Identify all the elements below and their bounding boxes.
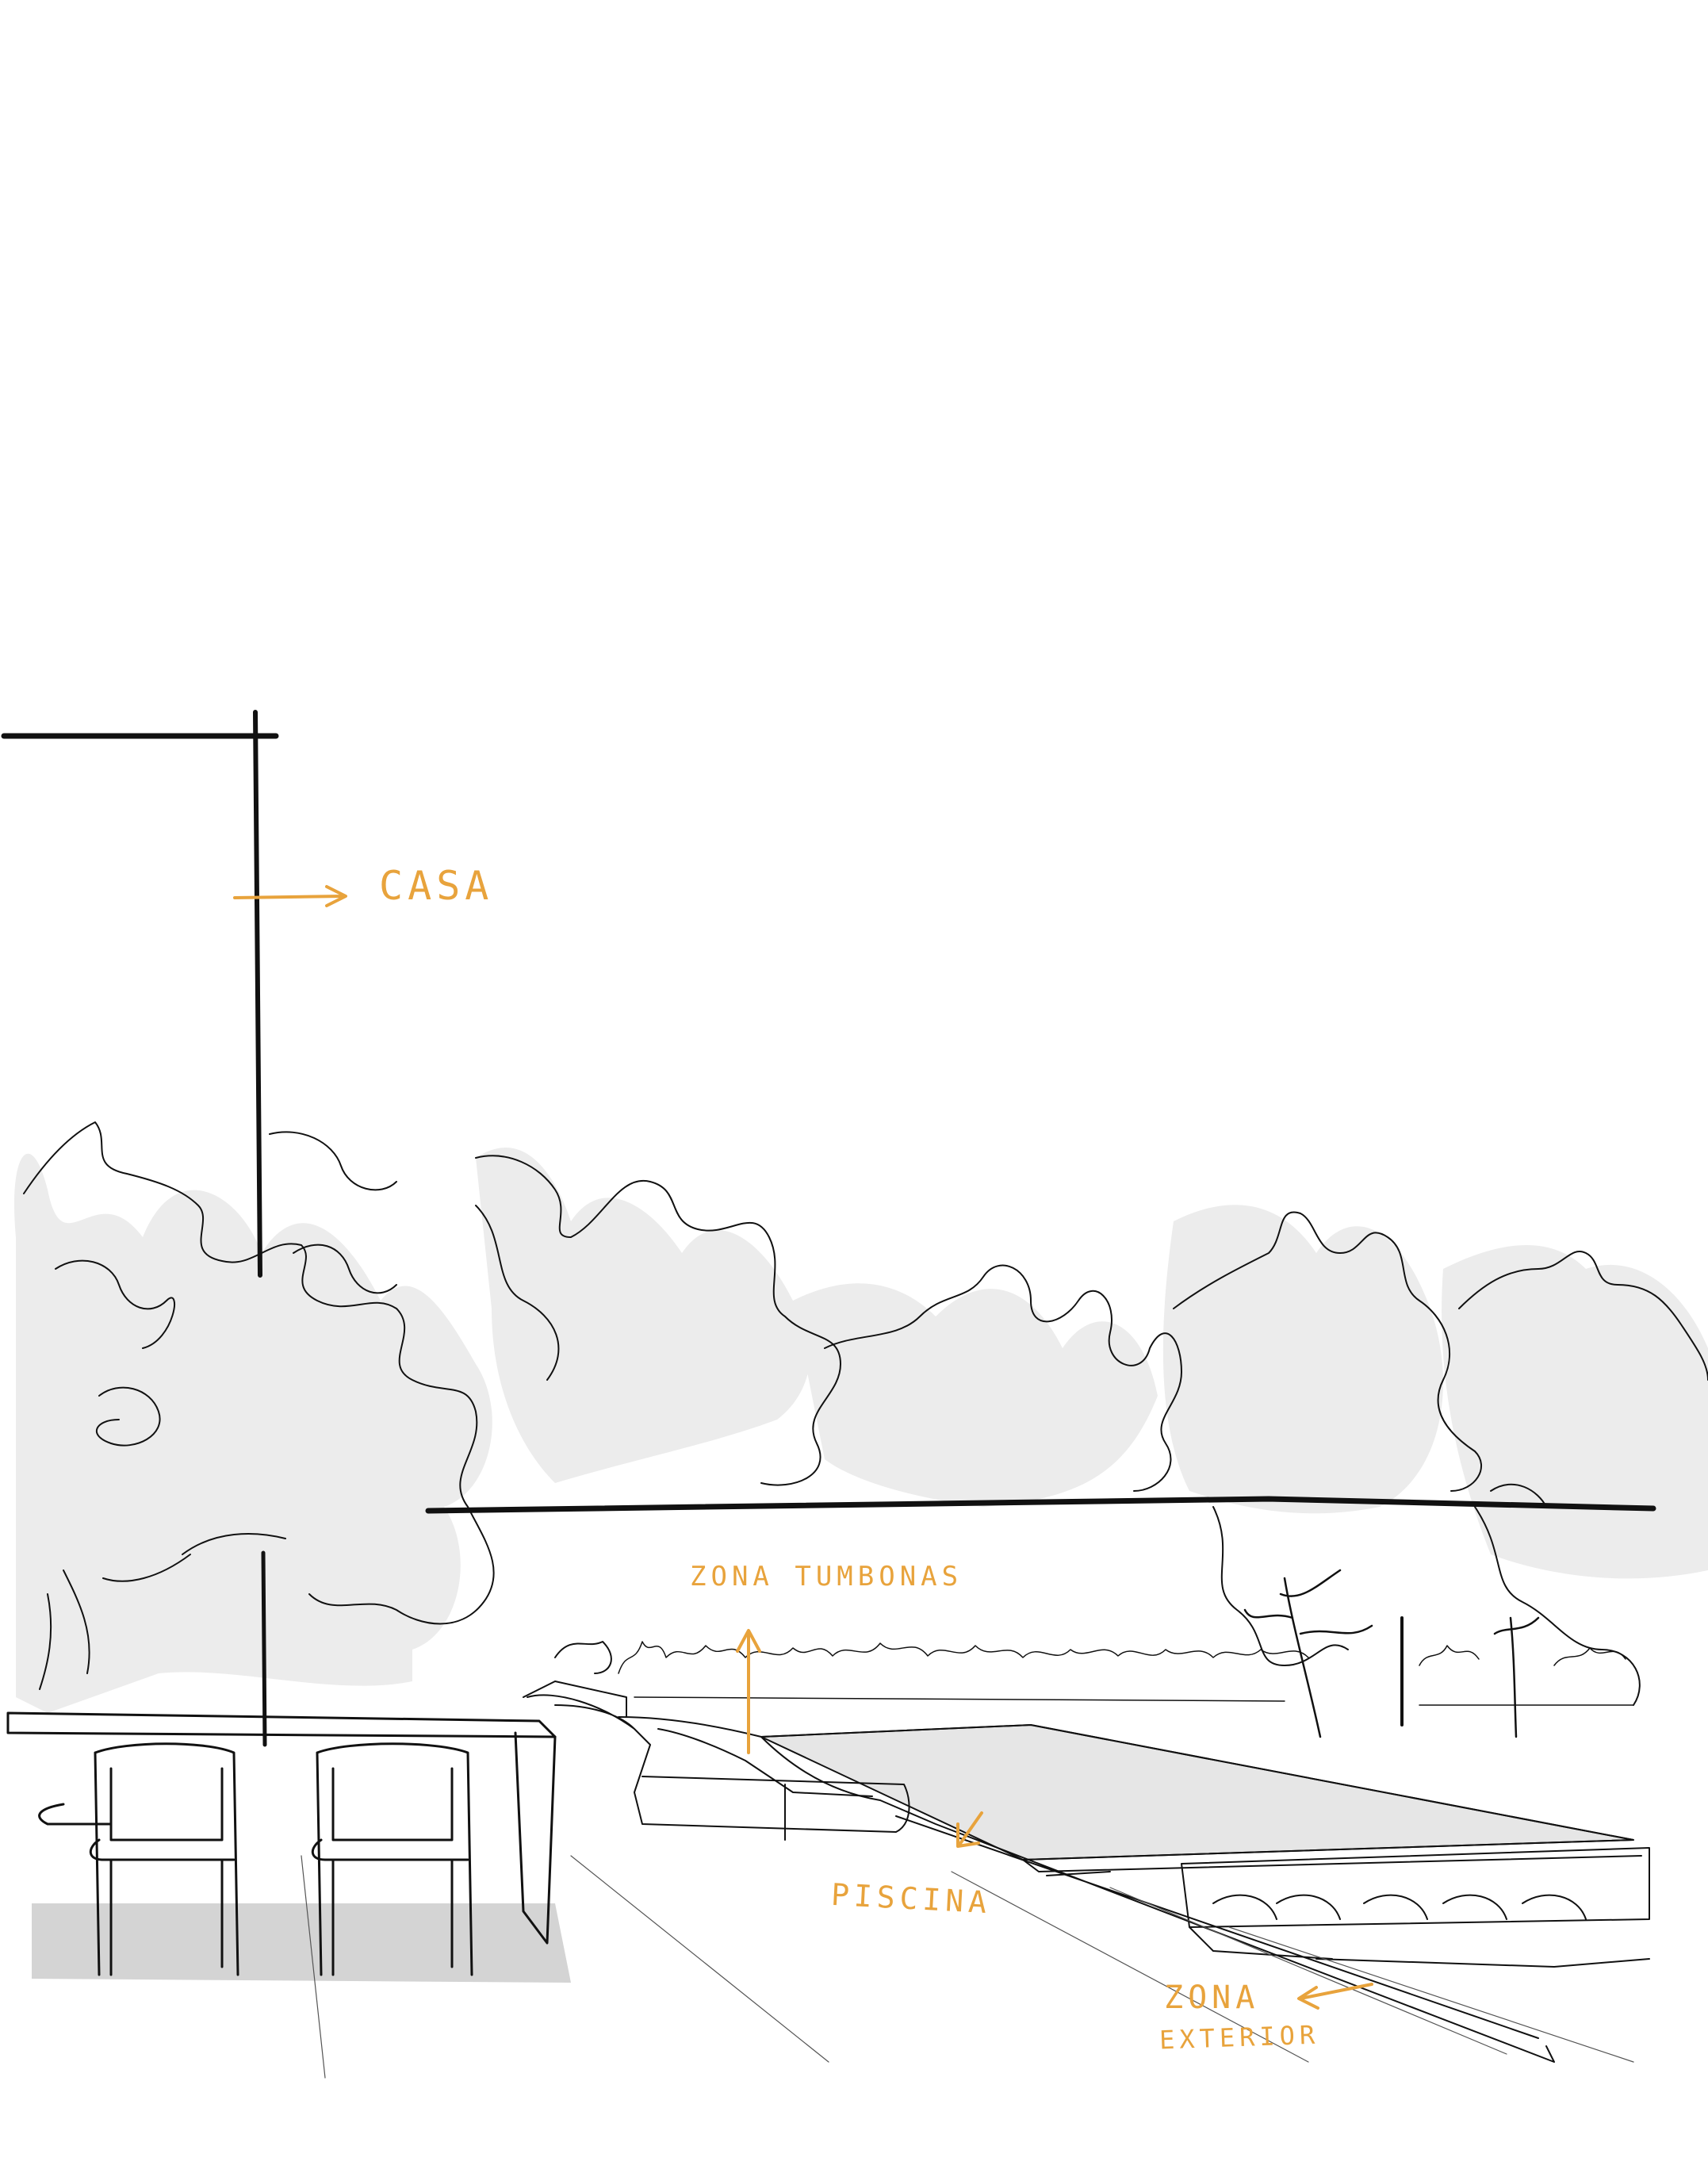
arrow-up-icon	[736, 1629, 761, 1754]
planter	[523, 1641, 627, 1718]
tree-outline-center-right	[1173, 1211, 1483, 1492]
small-tree-1	[1243, 1569, 1373, 1738]
arrow-down-left-icon	[956, 1811, 983, 1848]
floor-lines	[301, 1855, 1634, 2079]
arrow-right-icon	[233, 885, 347, 907]
outdoor-sofa	[1181, 1847, 1650, 1968]
label-zona-exterior-line2: EXTERIOR	[1158, 2019, 1320, 2056]
house-corner-post	[253, 710, 262, 1278]
tree-outline-center-left	[475, 1155, 841, 1486]
tree-outline-right	[1458, 1251, 1708, 1381]
foliage-shading	[14, 1148, 1708, 1713]
tree-outline-center	[824, 1264, 1182, 1492]
hedge-row	[618, 1641, 1309, 1702]
small-tree-2	[1493, 1616, 1540, 1738]
pool-water	[760, 1723, 1634, 1861]
table-leg	[514, 1731, 557, 1945]
tree-trunk-left	[39, 1533, 286, 1690]
label-zona-tumbonas: ZONA TUMBONAS	[690, 1561, 963, 1592]
chair-right	[311, 1742, 473, 1976]
ink-lines	[1, 710, 1708, 2079]
label-casa: CASA	[379, 863, 494, 909]
label-zona-exterior-line1: ZONA	[1164, 1979, 1260, 2016]
arrow-left-icon	[1297, 1983, 1373, 2010]
chair-left	[38, 1742, 239, 1976]
table-shadow	[32, 1903, 571, 1983]
sunbed-2	[657, 1728, 873, 1841]
pool-edge	[760, 1724, 1642, 1876]
umbrella-pole	[261, 1550, 267, 1747]
table-top	[6, 1711, 557, 1738]
annotation-arrows	[233, 885, 1373, 2010]
garden-wall-top	[425, 1496, 1656, 1514]
sunbed-1	[527, 1694, 910, 1833]
tree-outline-left	[23, 1121, 495, 1625]
